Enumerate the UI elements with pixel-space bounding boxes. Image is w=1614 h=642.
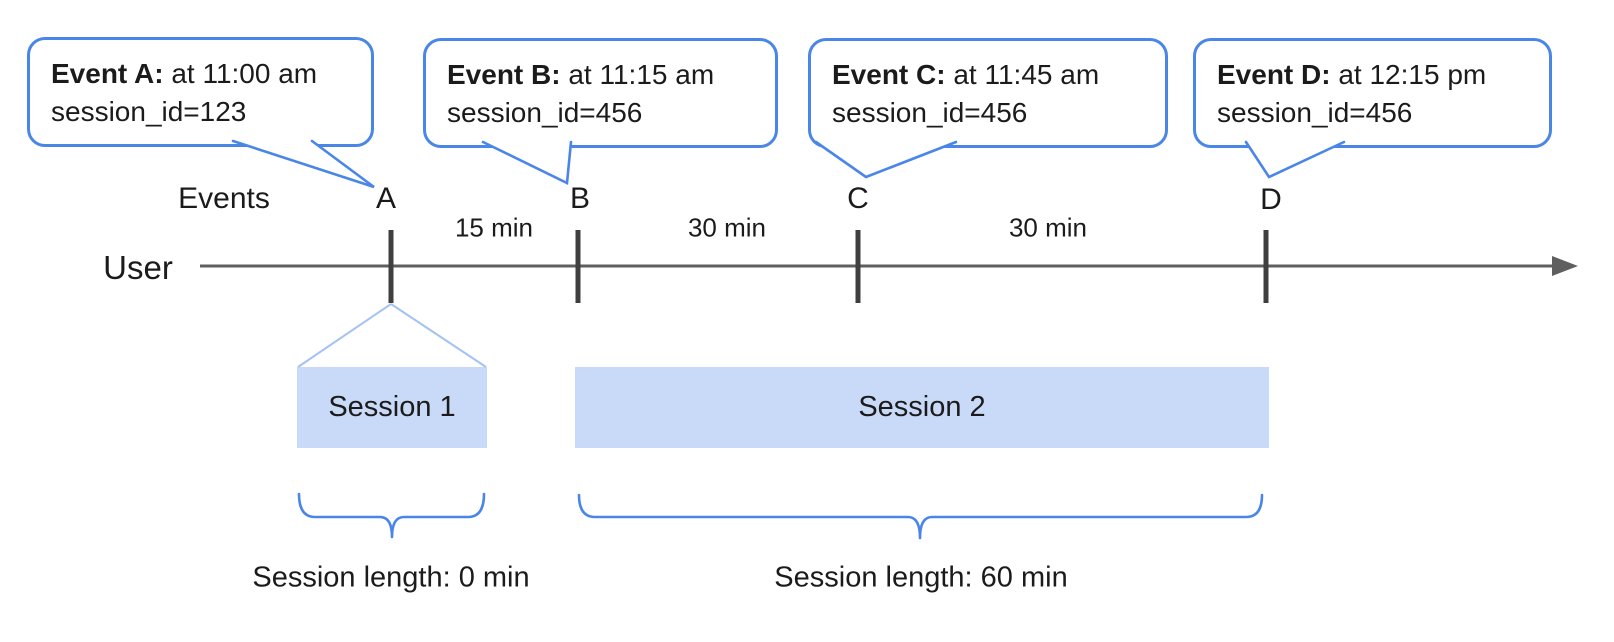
event-a-name: Event A: [51, 58, 164, 89]
event-d-name: Event D: [1217, 59, 1331, 90]
session-2-length-label: Session length: 60 min [774, 561, 1068, 594]
event-b-session-id: session_id=456 [447, 97, 643, 128]
session-2-label: Session 2 [858, 391, 986, 423]
session-1-brace [297, 492, 486, 539]
event-a-time: at 11:00 am [163, 58, 318, 89]
event-b-bubble: Event B: at 11:15 am session_id=456 [423, 38, 778, 148]
event-a-bubble: Event A: at 11:00 am session_id=123 [27, 37, 374, 147]
event-c-line1: Event C: at 11:45 am [832, 56, 1145, 94]
session-1-length-label: Session length: 0 min [252, 561, 530, 594]
event-c-session-id: session_id=456 [832, 97, 1028, 128]
session-2-box: Session 2 [575, 367, 1269, 448]
interval-a-b: 15 min [454, 212, 534, 243]
tick-label-c: C [847, 182, 869, 215]
funnel-line-right [390, 303, 487, 368]
funnel-line-left [297, 303, 392, 368]
timeline-arrowhead-icon [1552, 256, 1578, 276]
session-1-box: Session 1 [297, 367, 487, 448]
tick-label-a: A [375, 182, 397, 215]
event-a-bubble-tail-outline [231, 139, 375, 189]
event-a-bubble-tail [233, 141, 374, 187]
session-1-label: Session 1 [328, 391, 456, 423]
event-a-line1: Event A: at 11:00 am [51, 55, 351, 93]
user-axis-label: User [103, 249, 173, 286]
events-axis-label: Events [178, 182, 270, 215]
event-b-name: Event B: [447, 59, 561, 90]
event-b-bubble-tail [483, 142, 571, 183]
event-d-bubble: Event D: at 12:15 pm session_id=456 [1193, 38, 1552, 148]
event-d-session-id: session_id=456 [1217, 97, 1413, 128]
event-c-bubble: Event C: at 11:45 am session_id=456 [808, 38, 1168, 148]
interval-b-c: 30 min [687, 212, 767, 243]
event-c-name: Event C: [832, 59, 946, 90]
event-d-line1: Event D: at 12:15 pm [1217, 56, 1529, 94]
event-c-time: at 11:45 am [945, 59, 1100, 90]
event-b-bubble-tail-outline [481, 140, 573, 185]
tick-label-d: D [1260, 183, 1282, 216]
event-a-session-id: session_id=123 [51, 96, 247, 127]
event-b-line1: Event B: at 11:15 am [447, 56, 755, 94]
bubble-tails [231, 139, 1346, 189]
session-2-brace [577, 493, 1264, 540]
event-d-time: at 12:15 pm [1330, 59, 1487, 90]
tick-label-b: B [569, 182, 591, 215]
interval-c-d: 30 min [1008, 212, 1088, 243]
event-b-time: at 11:15 am [560, 59, 715, 90]
